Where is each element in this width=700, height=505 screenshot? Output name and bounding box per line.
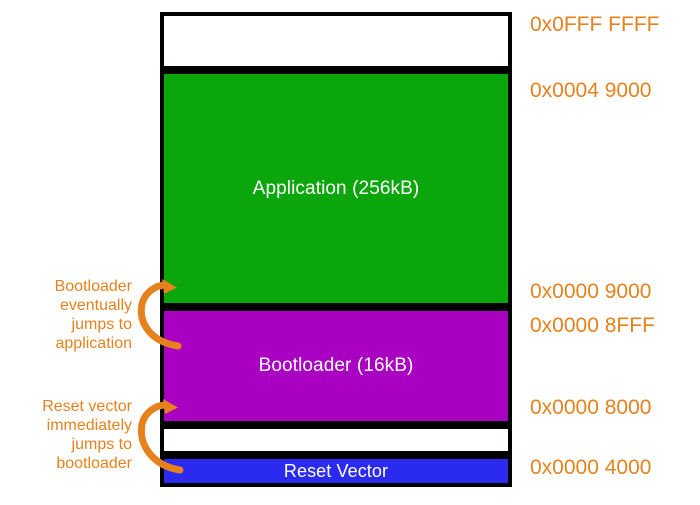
memory-block-application: Application (256kB)	[160, 70, 512, 307]
address-label-bootloader-start: 0x0000 8000	[530, 396, 652, 419]
memory-map-column: Application (256kB) Bootloader (16kB) Re…	[160, 12, 512, 487]
memory-block-empty-top	[160, 12, 512, 70]
memory-block-label: Application (256kB)	[252, 177, 420, 199]
memory-block-bootloader: Bootloader (16kB)	[160, 307, 512, 425]
note-reset-vector-jumps-to-bootloader: Reset vector immediately jumps to bootlo…	[42, 398, 132, 472]
memory-block-empty-gap	[160, 425, 512, 455]
memory-block-reset-vector: Reset Vector	[160, 455, 512, 487]
address-label-application-start: 0x0000 9000	[530, 280, 652, 303]
address-label-reset-vector-start: 0x0000 4000	[530, 456, 652, 479]
memory-block-label: Reset Vector	[283, 460, 389, 481]
address-label-top-of-flash: 0x0FFF FFFF	[530, 13, 660, 36]
note-bootloader-jumps-to-application: Bootloader eventually jumps to applicati…	[54, 278, 132, 352]
memory-block-label: Bootloader (16kB)	[258, 355, 414, 376]
address-label-application-end: 0x0004 9000	[530, 79, 652, 102]
address-label-bootloader-end: 0x0000 8FFF	[530, 314, 655, 337]
